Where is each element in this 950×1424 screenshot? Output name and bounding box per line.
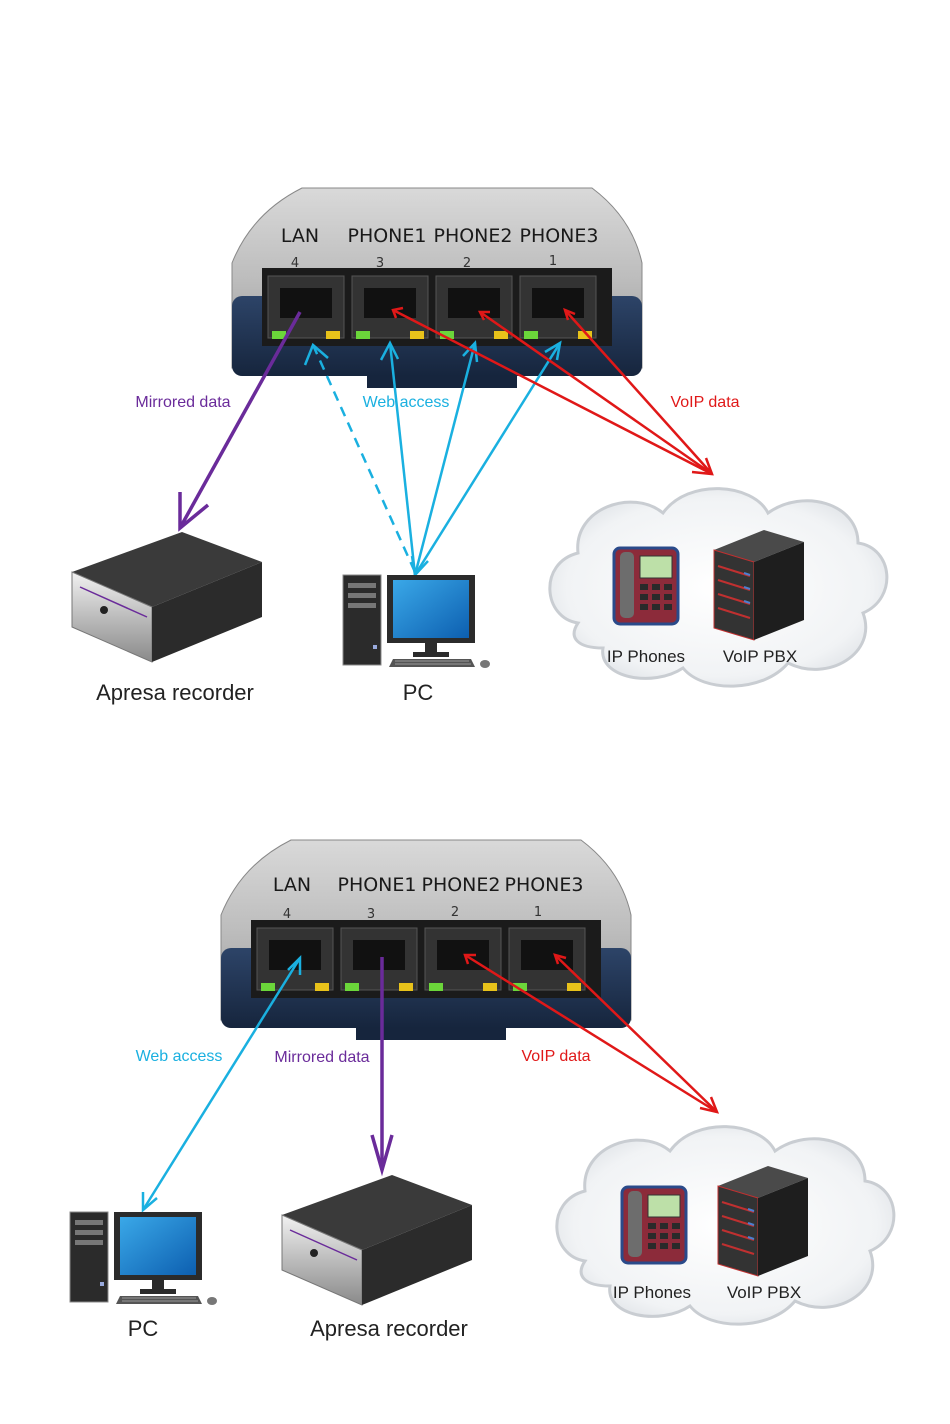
bottom-pc-label: PC <box>128 1316 159 1341</box>
top-label-voip-data: VoIP data <box>670 394 739 411</box>
top-pc-label: PC <box>403 680 434 705</box>
top-port-number-1: 1 <box>549 254 557 269</box>
bottom-ip-phones-label: IP Phones <box>613 1283 691 1302</box>
bottom-pc-icon <box>70 1212 217 1305</box>
top-port-number-2: 2 <box>463 256 471 271</box>
top-pbx-label: VoIP PBX <box>723 647 797 666</box>
top-port-label-phone3: PHONE3 <box>519 225 598 247</box>
bottom-port-number-2: 2 <box>451 905 459 920</box>
bottom-pbx-server-icon <box>718 1166 808 1276</box>
top-recorder-box <box>72 532 262 662</box>
top-port-label-phone1: PHONE1 <box>347 225 426 247</box>
bottom-label-mirrored-data: Mirrored data <box>274 1049 369 1066</box>
top-label-web-access: Web access <box>363 394 450 411</box>
bottom-port-label-phone2: PHONE2 <box>421 874 500 896</box>
top-recorder-label: Apresa recorder <box>96 680 254 705</box>
bottom-port-label-lan: LAN <box>273 874 311 896</box>
bottom-recorder-label: Apresa recorder <box>310 1316 468 1341</box>
top-pbx-server-icon <box>714 530 804 640</box>
bottom-port-number-3: 3 <box>367 907 375 922</box>
top-pc-icon <box>343 575 490 668</box>
bottom-network-tap-device <box>221 840 631 1040</box>
top-ip-phone-icon <box>614 548 678 624</box>
bottom-diagram: LAN PHONE1 PHONE2 PHONE3 4 3 2 1 Web acc… <box>70 840 894 1341</box>
top-port-label-lan: LAN <box>281 225 319 247</box>
bottom-port-label-phone1: PHONE1 <box>337 874 416 896</box>
top-diagram: LAN PHONE1 PHONE2 PHONE3 4 3 2 1 <box>72 188 887 705</box>
bottom-port-label-phone3: PHONE3 <box>504 874 583 896</box>
top-label-mirrored-data: Mirrored data <box>135 394 230 411</box>
top-port-label-phone2: PHONE2 <box>433 225 512 247</box>
bottom-port-number-1: 1 <box>534 905 542 920</box>
top-port-number-4: 4 <box>291 256 299 271</box>
bottom-pbx-label: VoIP PBX <box>727 1283 801 1302</box>
bottom-recorder-box <box>282 1175 472 1305</box>
bottom-ip-phone-icon <box>622 1187 686 1263</box>
top-port-number-3: 3 <box>376 256 384 271</box>
bottom-label-voip-data: VoIP data <box>521 1048 590 1065</box>
bottom-label-web-access: Web access <box>136 1048 223 1065</box>
top-ip-phones-label: IP Phones <box>607 647 685 666</box>
bottom-port-number-4: 4 <box>283 907 291 922</box>
top-network-tap-device <box>232 188 642 388</box>
